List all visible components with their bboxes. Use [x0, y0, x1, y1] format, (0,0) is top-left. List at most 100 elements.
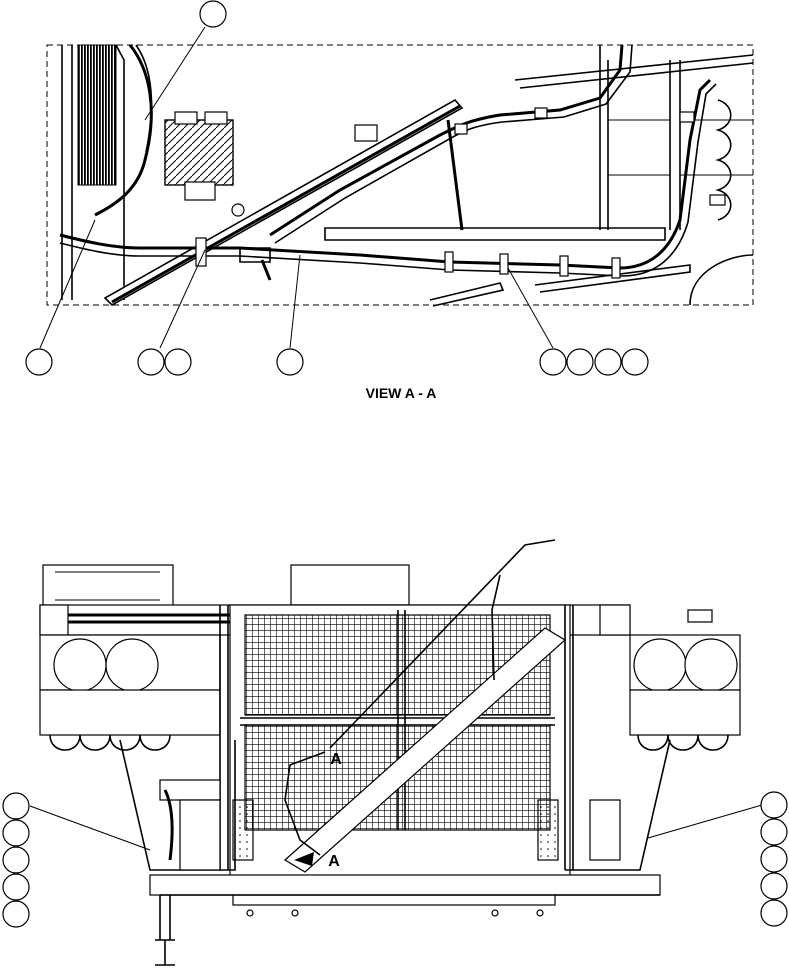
callout-balloon: [164, 348, 192, 376]
right-scallop: [715, 99, 732, 221]
cap-small: [354, 124, 378, 142]
hose-clamp: [499, 253, 509, 275]
upper-left-housing-detail: [55, 571, 160, 601]
section-mark-lower: A: [328, 853, 340, 870]
callout-balloon: [760, 818, 788, 846]
callout-balloon: [2, 900, 30, 928]
top-right-box: [709, 194, 726, 206]
right-wheel-group: [629, 609, 741, 751]
left-tire: [53, 638, 107, 692]
control-box: [164, 119, 234, 186]
bottom-strut: [429, 282, 505, 307]
fitting-round: [231, 203, 245, 217]
callout-balloon: [276, 348, 304, 376]
diagonal-rail: [103, 98, 464, 306]
callout-balloon: [2, 873, 30, 901]
tow-leg: [155, 895, 175, 966]
air-line: [329, 539, 556, 749]
left-side-rails: [219, 605, 229, 870]
control-box-cap: [174, 111, 198, 125]
left-post: [232, 799, 254, 861]
right-tire: [633, 638, 687, 692]
radiator-core: [77, 44, 117, 186]
section-arrow: [294, 852, 314, 866]
hose-clamp: [444, 251, 454, 273]
control-box-cap-2: [204, 111, 228, 125]
left-wheel-group: [39, 634, 221, 751]
air-line-2: [284, 751, 326, 856]
right-frame: [599, 45, 681, 230]
frame-hose-top: [68, 613, 240, 624]
hose-upper: [269, 44, 624, 237]
bottom-frame: [149, 874, 661, 896]
right-tire: [684, 638, 738, 692]
left-tire: [105, 638, 159, 692]
right-side-rails: [564, 605, 574, 870]
detail-view-border: [46, 44, 754, 306]
right-top-fitting: [687, 609, 713, 623]
view-label: VIEW A - A: [366, 385, 437, 401]
diagonal-rail-edge: [111, 104, 461, 304]
control-box-bracket: [184, 181, 216, 201]
support-rod: [446, 119, 464, 231]
leader-line: [39, 219, 96, 349]
main-assembly-view: A A: [2, 539, 788, 966]
radiator-frame: [61, 44, 125, 300]
left-filter: [179, 799, 221, 871]
diagonal-strut: [283, 627, 567, 873]
leader-line: [289, 254, 301, 349]
right-post: [537, 799, 559, 861]
bottom-right-ring: [689, 254, 754, 306]
callout-balloon: [2, 819, 30, 847]
callout-balloon: [199, 0, 227, 28]
bolt: [536, 909, 544, 917]
tank-bracket: [324, 227, 666, 241]
grille-horizontal-divider: [240, 717, 555, 726]
hose-connector: [239, 247, 271, 263]
callout-balloon: [137, 348, 165, 376]
leader-line: [29, 805, 151, 851]
right-filter: [589, 799, 621, 861]
leader-line: [159, 249, 206, 349]
bolt: [246, 909, 254, 917]
hose-connector-tail: [260, 259, 272, 281]
top-frame-end-right: [599, 604, 631, 636]
callout-balloon: [760, 845, 788, 873]
hose-clamp: [195, 237, 207, 267]
bolt: [291, 909, 299, 917]
hose-upper-2: [274, 44, 633, 244]
callout-balloon: [2, 846, 30, 874]
leader-line: [507, 267, 554, 349]
section-mark-upper: A: [330, 751, 342, 768]
callout-balloon: [594, 348, 622, 376]
leader-line: [144, 26, 206, 121]
top-right-rail: [514, 54, 754, 89]
hose-clamp: [559, 255, 569, 277]
callout-balloon: [566, 348, 594, 376]
hose-clamp: [679, 111, 695, 123]
hose-clamp: [534, 107, 548, 119]
hose-clamp: [454, 123, 468, 135]
detail-view-a-a: VIEW A - A: [25, 0, 754, 401]
leader-line: [647, 804, 763, 839]
left-lower-hose: [163, 789, 174, 861]
top-frame-end-left: [39, 604, 69, 636]
right-axle-housing: [629, 689, 741, 736]
callout-balloon: [621, 348, 649, 376]
grille-center-divider: [397, 610, 406, 830]
right-lower-shroud: [565, 739, 671, 871]
bolt: [491, 909, 499, 917]
callout-balloon: [539, 348, 567, 376]
air-line-3: [491, 574, 501, 681]
callout-balloon: [760, 791, 788, 819]
right-frame-ribs: [608, 119, 753, 176]
callout-balloon: [760, 872, 788, 900]
callout-balloon: [760, 899, 788, 927]
hose-left-loop-inner: [135, 44, 153, 153]
upper-center-box: [290, 564, 410, 606]
right-scallops: [637, 734, 729, 751]
hose-left-loop: [94, 44, 153, 217]
upper-left-housing: [42, 564, 174, 608]
hose-clamp: [611, 257, 621, 279]
